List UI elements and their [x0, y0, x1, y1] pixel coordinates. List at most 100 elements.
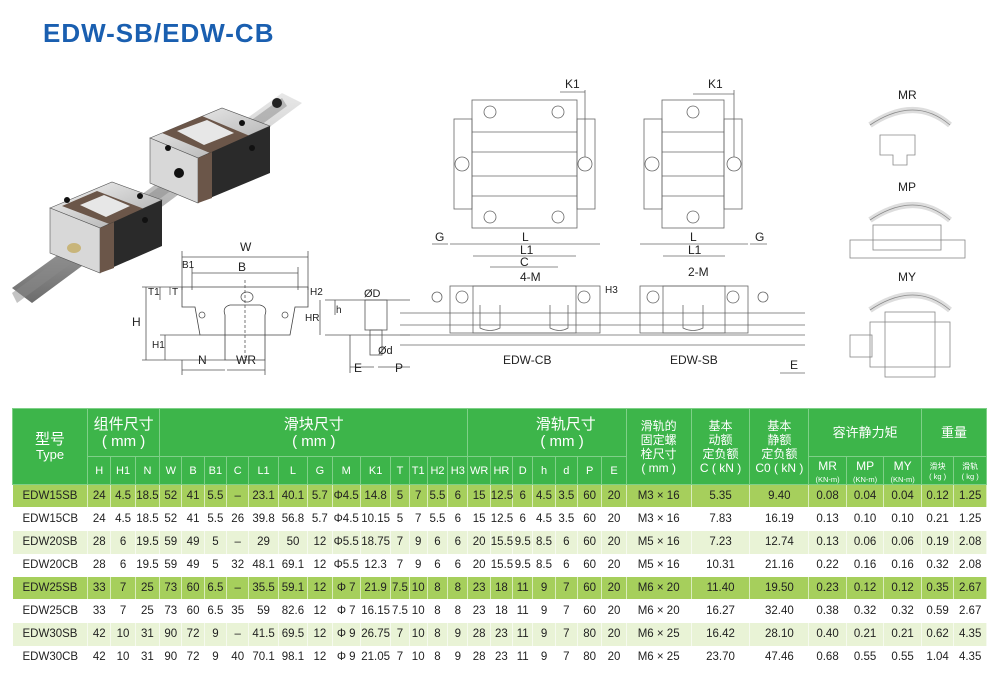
table-cell: 9 [409, 553, 428, 577]
table-cell: – [226, 622, 250, 646]
table-cell: 80 [577, 645, 603, 669]
model-cell: EDW30CB [12, 645, 89, 669]
label-t1: T1 [148, 287, 160, 298]
table-cell: 9 [204, 622, 228, 646]
table-cell: 25 [135, 599, 161, 623]
table-cell: 7 [555, 599, 579, 623]
table-cell: 28.10 [749, 622, 810, 646]
table-cell: 7.5 [390, 576, 410, 600]
table-cell: 20 [601, 599, 627, 623]
label-l1-sb: L1 [688, 243, 702, 257]
table-cell: 7 [110, 576, 136, 600]
table-cell: 28 [467, 645, 491, 669]
table-cell: Φ 9 [332, 622, 361, 646]
table-cell: 6 [555, 530, 579, 554]
table-cell: 0.38 [808, 599, 847, 623]
label-h: H [132, 315, 141, 329]
table-cell: 0.32 [846, 599, 885, 623]
table-cell: Φ 7 [332, 599, 361, 623]
table-cell: 0.35 [921, 576, 955, 600]
table-cell: 0.04 [883, 484, 922, 508]
table-cell: 9 [532, 576, 556, 600]
cross-section-drawing: W B B1 H T1 T H1 H2 N WR [130, 235, 323, 385]
table-cell: 49 [181, 553, 205, 577]
table-cell: – [226, 484, 250, 508]
table-cell: 20 [601, 576, 627, 600]
table-cell: 0.12 [921, 484, 955, 508]
table-cell: 41.5 [248, 622, 279, 646]
table-cell: 11 [512, 645, 534, 669]
table-cell: 5.5 [427, 507, 449, 531]
col-e: E [601, 456, 627, 485]
table-cell: – [226, 530, 250, 554]
table-cell: 15.5 [490, 553, 513, 577]
table-cell: 18 [490, 599, 514, 623]
table-cell: 0.32 [921, 553, 955, 577]
label-c: C [520, 255, 529, 269]
table-cell: 3.5 [555, 484, 579, 508]
table-cell: 20 [601, 622, 627, 646]
table-cell: 11 [512, 622, 534, 646]
table-cell: 2.08 [953, 530, 987, 554]
table-cell: 0.21 [883, 622, 922, 646]
table-cell: 7 [555, 622, 579, 646]
table-cell: 10.31 [691, 553, 751, 577]
table-cell: 7.23 [691, 530, 751, 554]
label-mr: MR [898, 88, 917, 102]
label-b1: B1 [182, 260, 195, 271]
table-cell: 1.25 [953, 507, 987, 531]
table-cell: 0.55 [883, 645, 922, 669]
table-cell: 4.35 [953, 622, 987, 646]
table-cell: 9 [204, 645, 228, 669]
table-cell: M5 × 16 [626, 553, 692, 577]
table-cell: 6 [447, 484, 469, 508]
table-cell: 0.32 [883, 599, 922, 623]
table-cell: 0.16 [883, 553, 922, 577]
table-cell: 31 [135, 622, 161, 646]
table-cell: 8 [427, 599, 449, 623]
table-cell: 6 [447, 553, 469, 577]
table-cell: 28 [87, 530, 112, 554]
table-cell: 0.08 [808, 484, 847, 508]
table-cell: 9 [532, 622, 556, 646]
table-cell: 6.5 [204, 599, 228, 623]
table-cell: 4.5 [532, 484, 556, 508]
table-cell: 7 [409, 507, 428, 531]
table-cell: Φ 9 [332, 645, 361, 669]
col-l1: L1 [248, 456, 279, 485]
label-4m: 4-M [520, 270, 541, 284]
rail-section-drawing: ØD h HR Ød E P [300, 285, 410, 385]
table-cell: 60 [577, 576, 603, 600]
table-cell: 21.05 [360, 645, 392, 669]
col-weight-rail: 滑轨 ( kg ) [953, 456, 987, 485]
table-cell: 12 [307, 645, 333, 669]
table-cell: 5.35 [691, 484, 751, 508]
table-cell: 52 [159, 484, 183, 508]
table-cell: 28 [87, 553, 112, 577]
table-cell: Φ 7 [332, 576, 361, 600]
table-cell: 90 [159, 622, 183, 646]
table-cell: 23 [490, 645, 514, 669]
label-h1: H1 [152, 340, 165, 351]
table-cell: 0.62 [921, 622, 955, 646]
col-my: MY (KN-m) [883, 456, 922, 485]
table-cell: 6 [512, 507, 534, 531]
table-cell: 0.06 [883, 530, 922, 554]
table-cell: 10 [409, 599, 428, 623]
table-cell: 26 [226, 507, 250, 531]
side-view-drawings: G L L1 C 4-M H3 L L1 2-M G E EDW-CB EDW-… [400, 225, 820, 385]
header-bolt: 滑轨的 固定螺 栓尺寸 ( mm ) [625, 408, 692, 485]
table-cell: 8 [447, 599, 469, 623]
table-cell: 7.83 [691, 507, 751, 531]
top-view-drawings: K1 K1 [440, 72, 770, 232]
table-cell: 11 [512, 599, 534, 623]
table-cell: 0.68 [808, 645, 847, 669]
table-cell: 0.23 [808, 576, 847, 600]
label-g-left: G [435, 230, 445, 244]
table-cell: 1.04 [921, 645, 955, 669]
table-cell: 8 [427, 645, 449, 669]
table-cell: 73 [159, 576, 183, 600]
table-cell: 12 [307, 530, 333, 554]
